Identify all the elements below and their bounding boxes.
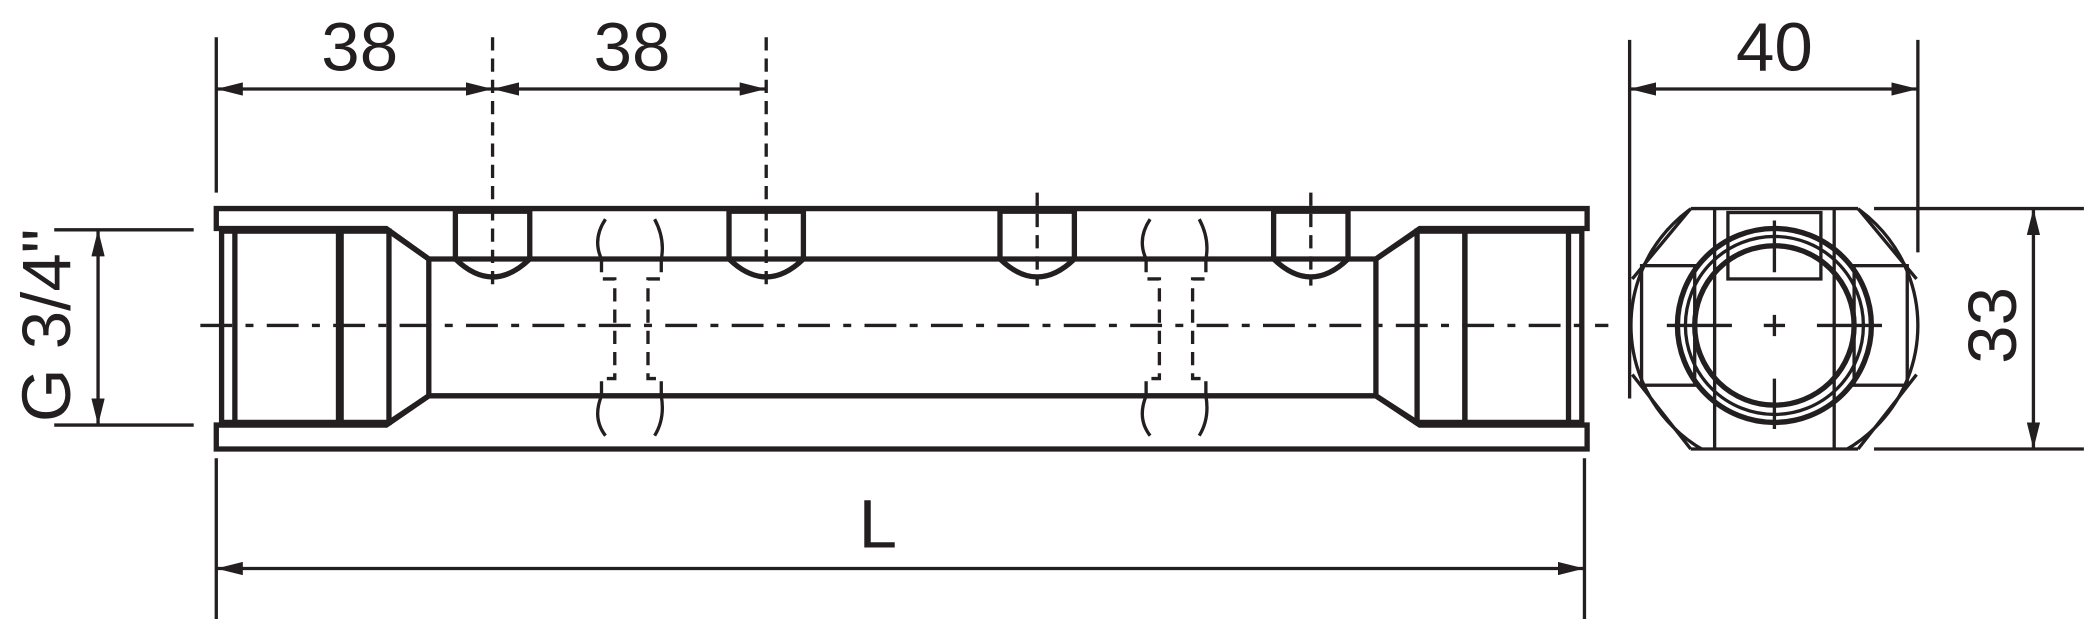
dim-width: 40 <box>1736 7 1813 85</box>
dim-length: L <box>859 484 897 562</box>
outlets <box>452 208 1351 280</box>
side-view: 40 33 <box>1627 7 2084 451</box>
dim-height: 33 <box>1953 287 2031 364</box>
front-section-view: 38 38 L G 3/4" <box>7 7 1609 619</box>
bottom-wall <box>213 393 1590 452</box>
dim-spacing-2: 38 <box>594 7 671 85</box>
thread-label: G 3/4" <box>7 229 85 422</box>
outlet-axes <box>490 37 1313 286</box>
hidden-holes <box>596 218 1209 437</box>
dim-spacing-1: 38 <box>321 7 398 85</box>
